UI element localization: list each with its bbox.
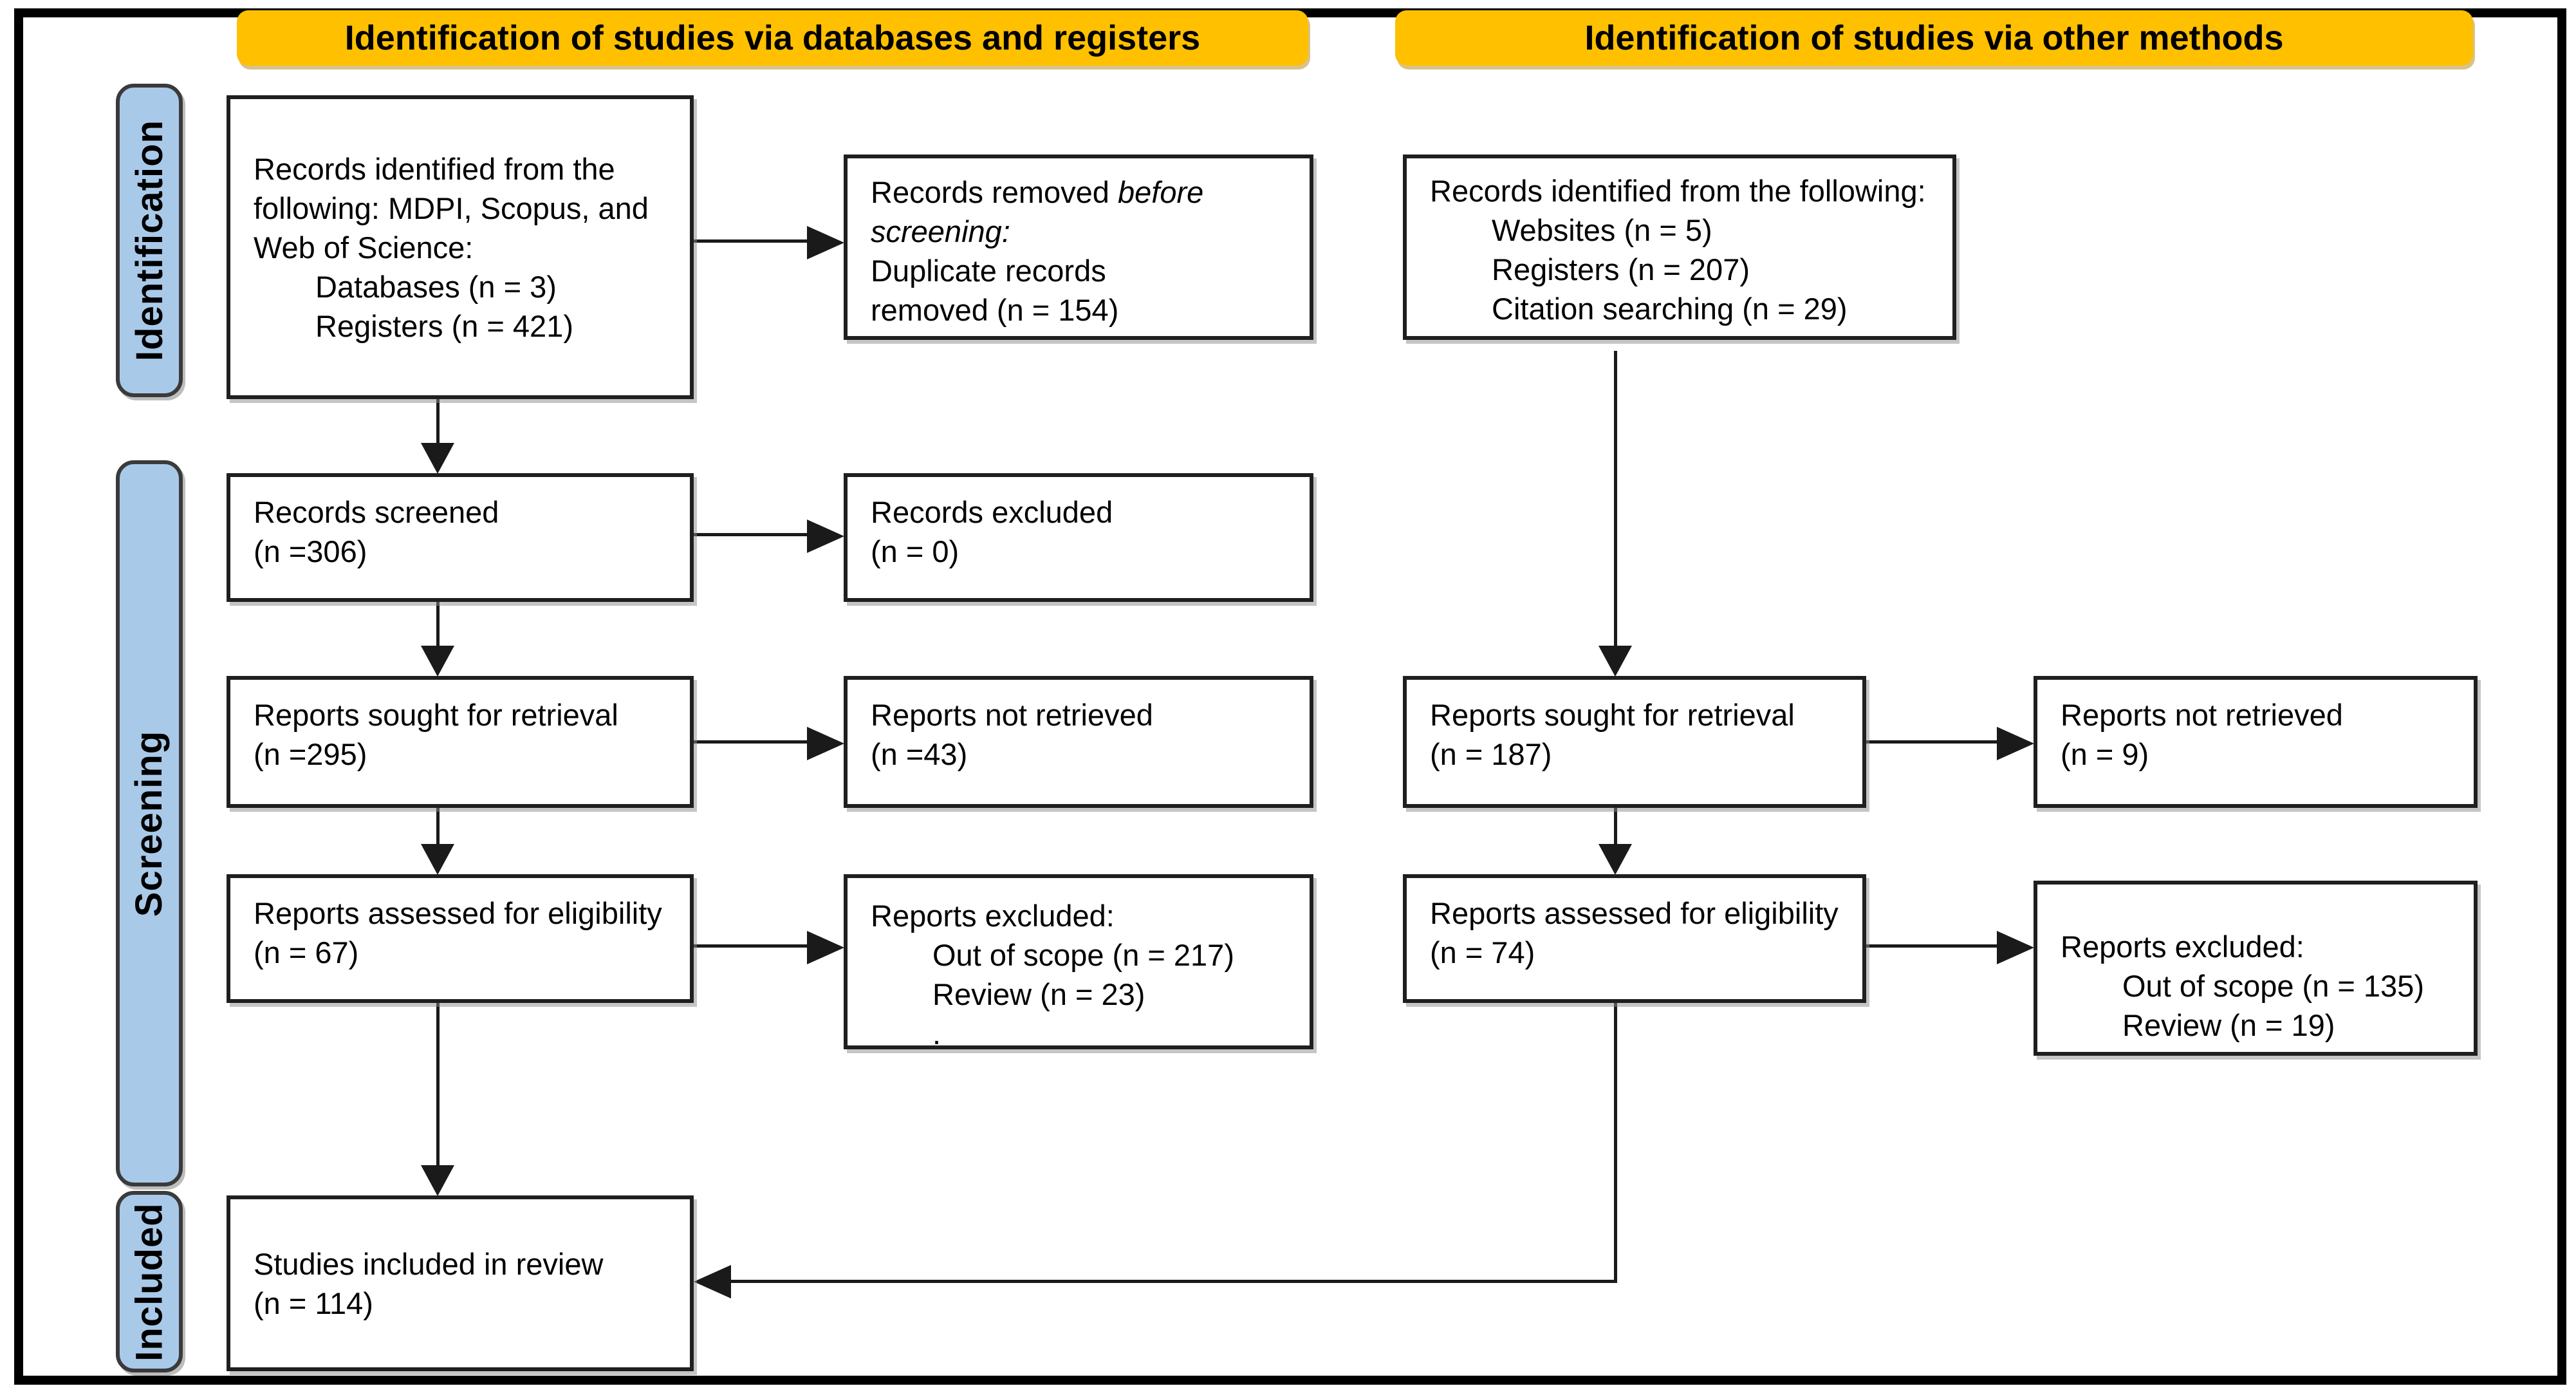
arrow-identified-to-screened-head bbox=[421, 443, 454, 474]
banner-other-methods: Identification of studies via other meth… bbox=[1395, 10, 2473, 66]
arrow-sought-other-to-assessed-head bbox=[1598, 844, 1632, 875]
arrow-sought-other-to-not-retrieved-head bbox=[1997, 727, 2034, 760]
arrow-assessed-to-excluded-db-line bbox=[694, 944, 808, 948]
box-text-line: Records excluded bbox=[871, 495, 1113, 529]
box-text-line: Registers (n = 207) bbox=[1492, 252, 1750, 286]
arrow-identified-to-screened-line bbox=[436, 399, 440, 445]
sidebar-screening-label: Screening bbox=[116, 460, 183, 1186]
box-text-line: Studies included in review bbox=[254, 1246, 604, 1281]
arrow-other-identified-to-sought-line bbox=[1614, 351, 1617, 648]
box-reports-excluded-databases: Reports excluded: Out of scope (n = 217)… bbox=[844, 874, 1313, 1051]
box-text-line: removed (n = 154) bbox=[871, 293, 1119, 327]
box-text-line: Databases (n = 3) bbox=[315, 269, 557, 304]
box-text-line: Records identified from the following: bbox=[1430, 174, 1926, 208]
box-text-line: Reports sought for retrieval bbox=[1430, 698, 1795, 732]
box-text-line: (n = 0) bbox=[871, 534, 959, 568]
screening-text: Screening bbox=[128, 730, 171, 917]
box-text-line: Review (n = 23) bbox=[932, 977, 1145, 1011]
arrow-screened-to-sought-line bbox=[436, 602, 440, 647]
box-text-line: Reports excluded: bbox=[2061, 930, 2304, 964]
box-text-line: Out of scope (n = 135) bbox=[2122, 969, 2424, 1003]
box-studies-included: Studies included in review (n = 114) bbox=[227, 1195, 694, 1371]
box-text-line: Reports assessed for eligibility bbox=[254, 896, 662, 930]
box-records-screened: Records screened (n =306) bbox=[227, 473, 694, 602]
box-records-identified-other-methods: Records identified from the following: W… bbox=[1403, 154, 1956, 340]
box-records-removed-before-screening: Records removed before screening: Duplic… bbox=[844, 154, 1313, 340]
box-text-line: Records screened bbox=[254, 495, 499, 529]
box-text-line: screening: bbox=[871, 212, 1297, 251]
box-reports-assessed-other: Reports assessed for eligibility (n = 74… bbox=[1403, 874, 1866, 1003]
box-text-line: Review (n = 19) bbox=[2122, 1008, 2335, 1042]
arrow-sought-to-assessed-db-head bbox=[421, 844, 454, 875]
removed-italic-screening: screening: bbox=[871, 214, 1010, 248]
banner-databases-registers: Identification of studies via databases … bbox=[237, 10, 1308, 66]
box-records-identified-databases: Records identified from the following: M… bbox=[227, 95, 694, 399]
arrow-assessed-to-included-line bbox=[436, 1003, 440, 1167]
box-text-line: Citation searching (n = 29) bbox=[1492, 292, 1848, 326]
box-text-line: Registers (n = 421) bbox=[315, 308, 573, 343]
arrow-screened-to-excluded-line bbox=[694, 533, 808, 536]
box-text-line: Records identified from the bbox=[254, 151, 615, 186]
arrow-assessed-other-to-excluded-head bbox=[1997, 931, 2034, 964]
box-text-line: Duplicate records bbox=[871, 254, 1106, 288]
box-reports-not-retrieved-other: Reports not retrieved (n = 9) bbox=[2034, 676, 2478, 808]
arrow-sought-to-not-retrieved-db-head bbox=[807, 727, 844, 760]
arrow-other-identified-to-sought-head bbox=[1598, 646, 1632, 677]
box-reports-sought-other: Reports sought for retrieval (n = 187) bbox=[1403, 676, 1866, 808]
box-text-line: Reports sought for retrieval bbox=[254, 698, 618, 732]
box-text-line: (n = 9) bbox=[2061, 737, 2149, 771]
box-reports-sought-databases: Reports sought for retrieval (n =295) bbox=[227, 676, 694, 808]
box-text-line: (n =43) bbox=[871, 737, 968, 771]
box-text-line: (n = 67) bbox=[254, 935, 359, 969]
box-text-line: Web of Science: bbox=[254, 230, 474, 265]
arrow-assessed-to-included-head bbox=[421, 1165, 454, 1196]
sidebar-included-label: Included bbox=[116, 1191, 183, 1372]
arrow-sought-other-to-not-retrieved-line bbox=[1866, 740, 1998, 744]
box-text-line: (n = 187) bbox=[1430, 737, 1552, 771]
box-reports-not-retrieved-databases: Reports not retrieved (n =43) bbox=[844, 676, 1313, 808]
box-text-line: Reports excluded: bbox=[871, 899, 1115, 933]
box-text-line: following: MDPI, Scopus, and bbox=[254, 191, 649, 225]
arrow-assessed-to-excluded-db-head bbox=[807, 931, 844, 964]
box-text-line: . bbox=[932, 1016, 941, 1051]
box-text-line: Reports not retrieved bbox=[2061, 698, 2343, 732]
arrow-assessed-other-to-excluded-line bbox=[1866, 944, 1998, 948]
box-text-line: Websites (n = 5) bbox=[1492, 213, 1712, 247]
box-reports-excluded-other: Reports excluded: Out of scope (n = 135)… bbox=[2034, 881, 2478, 1056]
arrow-assessed-other-to-included-hline bbox=[731, 1280, 1617, 1283]
arrow-sought-other-to-assessed-line bbox=[1614, 808, 1617, 845]
sidebar-identification-label: Identification bbox=[116, 84, 183, 397]
arrow-sought-to-not-retrieved-db-line bbox=[694, 740, 808, 744]
box-text-line: Reports not retrieved bbox=[871, 698, 1153, 732]
identification-text: Identification bbox=[128, 120, 171, 361]
removed-prefix: Records removed bbox=[871, 175, 1118, 209]
arrow-identified-to-removed-line bbox=[694, 239, 808, 243]
box-text-line: Records removed before bbox=[871, 173, 1297, 212]
banner-databases-registers-label: Identification of studies via databases … bbox=[344, 19, 1201, 57]
arrow-assessed-other-to-included-head bbox=[694, 1265, 731, 1298]
arrow-sought-to-assessed-db-line bbox=[436, 808, 440, 845]
box-text-line: (n = 114) bbox=[254, 1286, 373, 1320]
box-text-line: Out of scope (n = 217) bbox=[932, 938, 1234, 972]
arrow-screened-to-excluded-head bbox=[807, 520, 844, 553]
box-text-line: (n =295) bbox=[254, 737, 367, 771]
included-text: Included bbox=[128, 1202, 171, 1362]
arrow-screened-to-sought-head bbox=[421, 646, 454, 677]
box-records-excluded: Records excluded (n = 0) bbox=[844, 473, 1313, 602]
arrow-identified-to-removed-head bbox=[807, 226, 844, 259]
box-text-line: Reports assessed for eligibility bbox=[1430, 896, 1839, 930]
banner-other-methods-label: Identification of studies via other meth… bbox=[1584, 19, 2284, 57]
box-reports-assessed-databases: Reports assessed for eligibility (n = 67… bbox=[227, 874, 694, 1003]
box-text-line: (n = 74) bbox=[1430, 935, 1535, 969]
removed-italic-before: before bbox=[1118, 175, 1204, 209]
box-text-line: (n =306) bbox=[254, 534, 367, 568]
arrow-assessed-other-to-included-vline bbox=[1614, 1003, 1617, 1282]
